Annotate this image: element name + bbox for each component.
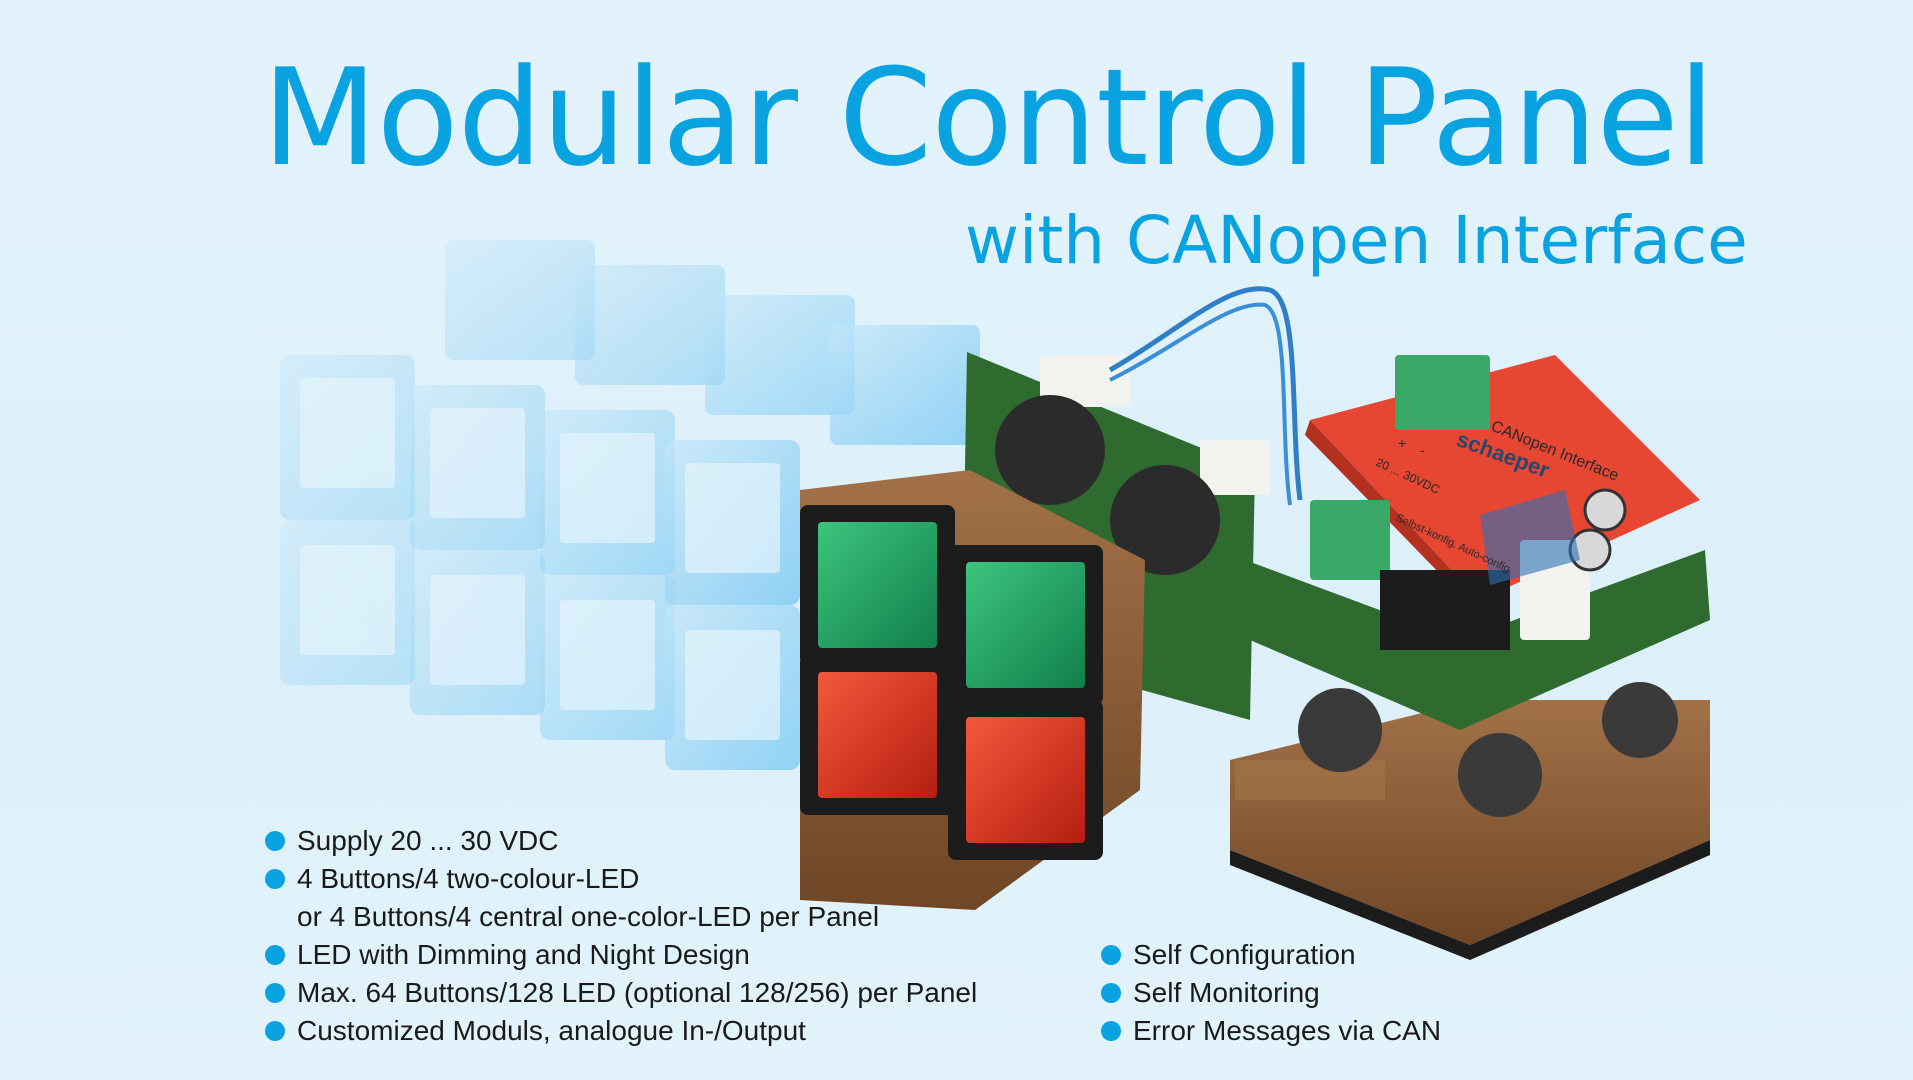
red-button	[818, 672, 937, 798]
power-terminal	[1395, 355, 1490, 430]
terminal-minus-label: -	[1420, 442, 1425, 458]
bullet-icon	[1101, 945, 1121, 965]
page-title: Modular Control Panel	[262, 40, 1715, 196]
feature-item: Customized Moduls, analogue In-/Output	[265, 1012, 977, 1050]
bullet-icon	[265, 869, 285, 889]
ghost-module-trail	[280, 240, 980, 770]
feature-item: 4 Buttons/4 two-colour-LED	[265, 860, 977, 898]
bullet-icon	[265, 831, 285, 851]
green-button	[966, 562, 1085, 688]
feature-list-left: Supply 20 ... 30 VDC 4 Buttons/4 two-col…	[265, 822, 977, 1050]
can-terminal	[1310, 500, 1390, 580]
bullet-icon	[1101, 1021, 1121, 1041]
feature-list-right: Self Configuration Self Monitoring Error…	[1101, 936, 1441, 1050]
terminal-plus-label: +	[1398, 435, 1406, 451]
red-button	[966, 717, 1085, 843]
bullet-icon	[1101, 983, 1121, 1003]
feature-item: LED with Dimming and Night Design	[265, 936, 977, 974]
bullet-icon	[265, 945, 285, 965]
feature-item: Self Monitoring	[1101, 974, 1441, 1012]
front-button-module	[800, 470, 1145, 910]
bullet-icon	[265, 983, 285, 1003]
page-subtitle: with CANopen Interface	[965, 202, 1748, 279]
bullet-icon	[265, 1021, 285, 1041]
feature-item-continuation: or 4 Buttons/4 central one-color-LED per…	[297, 901, 880, 932]
canopen-module: schaeper CANopen Interface 20 ... 30VDC …	[1230, 355, 1710, 960]
green-button	[818, 522, 937, 648]
feature-item: Supply 20 ... 30 VDC	[265, 822, 977, 860]
feature-item: Self Configuration	[1101, 936, 1441, 974]
feature-item: Error Messages via CAN	[1101, 1012, 1441, 1050]
feature-item: Max. 64 Buttons/128 LED (optional 128/25…	[265, 974, 977, 1012]
